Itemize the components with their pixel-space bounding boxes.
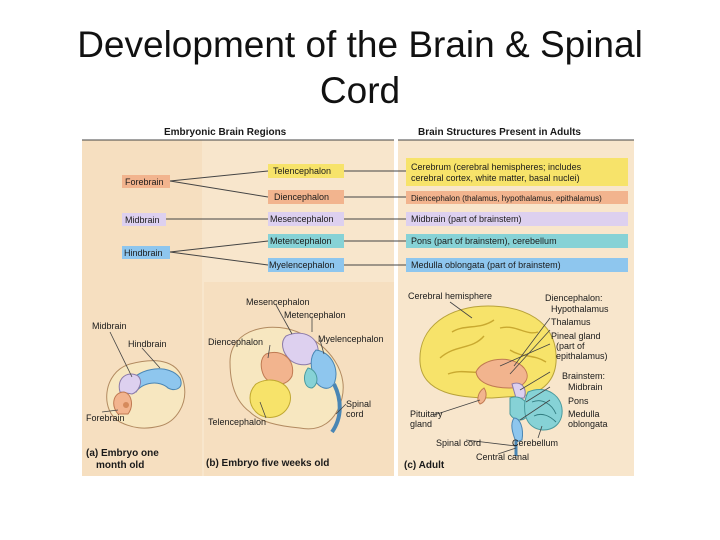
adult-medulla: Medulla oblongata (part of brainstem) <box>411 260 561 270</box>
adult-diencephalon: Diencephalon (thalamus, hypothalamus, ep… <box>411 194 602 203</box>
panel-b-label-mesencephalon: Mesencephalon <box>246 297 310 307</box>
panel-b-label-spinal: Spinal <box>346 399 371 409</box>
panel-a-label-midbrain: Midbrain <box>92 321 127 331</box>
panel-a-label-forebrain: Forebrain <box>86 413 125 423</box>
header-embryonic: Embryonic Brain Regions <box>164 127 287 138</box>
panel-c-label-gland: gland <box>410 419 432 429</box>
embryo-five-weeks-illustration <box>229 326 344 434</box>
label-midbrain: Midbrain <box>125 215 160 225</box>
panel-c-label-hypothalamus: Hypothalamus <box>551 304 609 314</box>
hindbrain-box <box>122 246 170 259</box>
panel-c-label-spinal-cord: Spinal cord <box>436 438 481 448</box>
adult-cerebrum-line1: Cerebrum (cerebral hemispheres; includes <box>411 162 582 172</box>
panel-a-leaders <box>101 331 161 413</box>
panel-a-caption-line2: month old <box>96 460 144 471</box>
label-forebrain: Forebrain <box>125 177 164 187</box>
panel-b-leaders <box>259 304 347 419</box>
panel-b-label-myelencephalon: Myelencephalon <box>318 334 384 344</box>
adult-box-cerebrum <box>406 158 628 186</box>
diencephalon-box <box>268 190 344 204</box>
telencephalon-box <box>268 164 344 178</box>
panel-c-label-pineal-gland: Pineal gland <box>551 331 601 341</box>
panel-c-label-brainstem: Brainstem: <box>562 371 605 381</box>
adult-box-diencephalon <box>406 191 628 204</box>
adult-box-pons <box>406 234 628 248</box>
label-telencephalon: Telencephalon <box>273 166 331 176</box>
label-hindbrain: Hindbrain <box>124 248 163 258</box>
metencephalon-box <box>268 234 344 248</box>
panel-c-label-part-of: (part of <box>556 341 585 351</box>
panel-c-label-pons: Pons <box>568 396 589 406</box>
adult-cerebrum-line2: cerebral cortex, white matter, basal nuc… <box>411 173 580 183</box>
panel-b-label-diencephalon: Diencephalon <box>208 337 263 347</box>
adult-box-medulla <box>406 258 628 272</box>
header-adult: Brain Structures Present in Adults <box>418 127 581 138</box>
panel-b-label-cord: cord <box>346 409 364 419</box>
midbrain-box <box>122 213 166 226</box>
panel-c-label-midbrain: Midbrain <box>568 382 603 392</box>
label-metencephalon: Metencephalon <box>270 236 332 246</box>
label-diencephalon: Diencephalon <box>274 192 329 202</box>
mesencephalon-box <box>268 212 344 226</box>
panel-c-label-oblongata: oblongata <box>568 419 608 429</box>
embryo-one-month-illustration <box>106 360 186 429</box>
panel-c-label-thalamus: Thalamus <box>551 317 591 327</box>
title-line-1: Development of the Brain & Spinal <box>77 24 643 65</box>
forebrain-box <box>122 175 170 188</box>
label-myelencephalon: Myelencephalon <box>269 260 335 270</box>
panel-c-label-diencephalon: Diencephalon: <box>545 293 603 303</box>
panel-c-label-cerebral-hemisphere: Cerebral hemisphere <box>408 291 492 301</box>
adult-pons: Pons (part of brainstem), cerebellum <box>411 236 557 246</box>
panel-c-label-medulla: Medulla <box>568 409 600 419</box>
title-line-2: Cord <box>319 70 401 111</box>
connector-lines <box>166 170 406 266</box>
panel-a-caption-line1: (a) Embryo one <box>86 448 159 459</box>
panel-c-label-central-canal: Central canal <box>476 452 529 462</box>
myelencephalon-box <box>268 258 344 272</box>
panel-b-caption: (b) Embryo five weeks old <box>206 458 329 469</box>
panel-c-label-epithalamus: epithalamus) <box>556 351 608 361</box>
panel-c-label-pituitary: Pituitary <box>410 409 443 419</box>
panel-c-leaders <box>433 301 551 455</box>
adult-box-midbrain <box>406 212 628 226</box>
brain-development-figure: Embryonic Brain Regions Brain Structures… <box>82 127 634 476</box>
panel-b-label-metencephalon: Metencephalon <box>284 310 346 320</box>
slide-title: Development of the Brain & Spinal Cord <box>0 22 720 114</box>
panel-c-label-cerebellum: Cerebellum <box>512 438 558 448</box>
panel-a-label-hindbrain: Hindbrain <box>128 339 167 349</box>
label-mesencephalon: Mesencephalon <box>270 214 334 224</box>
adult-brain-illustration <box>419 305 563 456</box>
adult-midbrain: Midbrain (part of brainstem) <box>411 214 522 224</box>
panel-c-caption: (c) Adult <box>404 460 445 471</box>
panel-b-label-telencephalon: Telencephalon <box>208 417 266 427</box>
